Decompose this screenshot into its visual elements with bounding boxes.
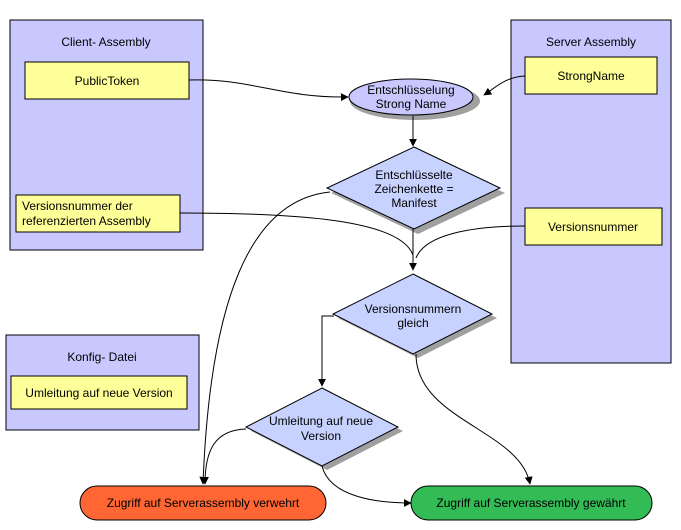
connector-redirect-yes-to-granted xyxy=(321,465,412,507)
connector-version-no-to-redirect xyxy=(318,315,334,387)
version-ref-box xyxy=(15,194,181,233)
strong-name-box xyxy=(524,56,658,95)
client-assembly-title: Client- Assembly xyxy=(61,35,150,49)
manifest-decision xyxy=(325,146,502,230)
manifest-decision-line1: Entschlüsselte xyxy=(375,168,453,182)
server-assembly-title: Server Assembly xyxy=(546,35,636,49)
connector-manifest-no-to-denied xyxy=(199,191,331,485)
outcome-denied-label: Zugriff auf Serverassembly verwehrt xyxy=(107,496,300,510)
strong-name-label: StrongName xyxy=(557,69,625,83)
connector-version-ref-to-merge xyxy=(179,212,414,256)
config-file-title: Konfig- Datei xyxy=(67,350,136,364)
redirect-box xyxy=(10,375,188,410)
decrypt-node-line2: Strong Name xyxy=(376,97,447,111)
version-ref-label-line1: Versionsnummer der xyxy=(22,199,133,213)
connector-version-yes-to-granted xyxy=(415,353,533,485)
manifest-decision-line3: Manifest xyxy=(391,196,437,210)
redirect-label: Umleitung auf neue Version xyxy=(25,386,172,400)
manifest-decision-line2: Zeichenkette = xyxy=(374,182,453,196)
decrypt-node-line1: Entschlüsselung xyxy=(367,83,454,97)
public-token-label: PublicToken xyxy=(75,74,140,88)
redirect-decision-line2: Version xyxy=(301,429,341,443)
connector-strongname-to-decrypt xyxy=(483,75,526,96)
server-version-box xyxy=(524,207,663,246)
version-decision-line1: Versionsnummern xyxy=(365,302,462,316)
outcome-granted-label: Zugriff auf Serverassembly gewährt xyxy=(436,496,626,510)
connector-redirect-no-to-denied xyxy=(201,428,247,485)
connector-token-to-decrypt xyxy=(188,79,349,102)
version-ref-label-line2: referenzierten Assembly xyxy=(22,214,151,228)
connector-server-version-to-merge xyxy=(415,225,526,259)
outcome-denied-pill xyxy=(79,485,327,521)
server-version-label: Versionsnummer xyxy=(548,220,638,234)
public-token-box xyxy=(24,61,190,100)
version-decision-line2: gleich xyxy=(397,316,428,330)
redirect-decision-line1: Umleitung auf neue xyxy=(269,414,373,428)
decrypt-node xyxy=(348,78,474,116)
version-decision xyxy=(331,273,494,355)
